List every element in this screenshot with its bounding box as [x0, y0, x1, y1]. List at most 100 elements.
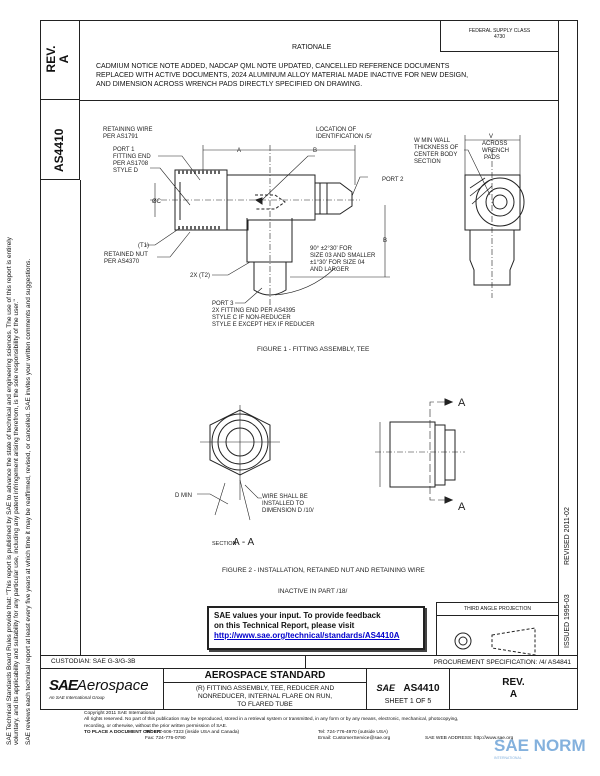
title-rev-label: REV. — [502, 677, 525, 688]
label-port2: PORT 2 — [382, 177, 404, 183]
figure1-tee-drawing — [145, 135, 525, 310]
title-cell: AEROSPACE STANDARD (R) FITTING ASSEMBLY,… — [163, 668, 367, 710]
doc-logo: SAE — [376, 683, 395, 693]
watermark-logo: SAE NORM INTERNATIONAL — [494, 736, 586, 760]
doc-number-cell: AS4410 — [40, 100, 80, 180]
label-wall: CENTER BODY — [414, 152, 457, 158]
rationale-line: CADMIUM NOTICE NOTE ADDED, NADCAP QML NO… — [96, 63, 450, 70]
figure1-labels: RETAINING WIRE PER AS1791 PORT 1 FITTING… — [103, 127, 509, 353]
label-wall: SECTION — [414, 159, 441, 165]
label-across: WRENCH — [482, 148, 509, 154]
figure2-caption: FIGURE 2 - INSTALLATION, RETAINED NUT AN… — [222, 567, 425, 574]
label-port1: PORT 1 — [113, 147, 135, 153]
label-t1: (T1) — [138, 243, 149, 249]
label-angle: ±1°30' FOR SIZE 04 — [310, 260, 365, 266]
label-angle: AND LARGER — [310, 267, 350, 273]
divider — [80, 100, 558, 102]
label-wire-note: DIMENSION D /10/ — [262, 508, 314, 514]
label-retaining-wire-spec: PER AS1791 — [103, 134, 139, 140]
section-id: A - A — [233, 537, 254, 548]
projection-label: THIRD ANGLE PROJECTION — [437, 603, 558, 616]
label-port3: STYLE E EXCEPT HEX IF REDUCER — [212, 322, 315, 328]
label-wall: THICKNESS OF — [414, 145, 459, 151]
dim-b-vertical: B — [383, 238, 387, 244]
contact-outside: Tel: 724-776-4970 (outside USA) Email: C… — [318, 730, 390, 743]
label-across: ACROSS — [482, 141, 507, 147]
watermark-sub: INTERNATIONAL — [494, 756, 522, 760]
logo-tagline: An SAE International Group — [49, 695, 105, 700]
figure2-labels: A A D MIN WIRE SHALL BE INSTALLED TO DIM… — [175, 397, 466, 595]
divider — [80, 180, 82, 655]
logo-sae: SAE — [49, 677, 78, 694]
label-port1: STYLE D — [113, 168, 139, 174]
contact-inside: Tel: 877-606-7323 (inside USA and Canada… — [145, 730, 239, 743]
watermark-text: SAE NORM — [494, 736, 586, 755]
label-port3: STYLE C IF NON-REDUCER — [212, 315, 291, 321]
phone-outside: Tel: 724-776-4970 (outside USA) — [318, 730, 388, 735]
title-rev-value: A — [509, 689, 518, 700]
label-port3: PORT 3 — [212, 301, 234, 307]
rev-block: REV. A — [449, 668, 578, 710]
rev-cell: REV. A — [40, 20, 80, 100]
web-address[interactable]: SAE WEB ADDRESS: http://www.sae.org — [425, 736, 514, 741]
rights-text: recording, or otherwise, without the pri… — [84, 723, 228, 729]
title-line: (R) FITTING ASSEMBLY, TEE, REDUCER AND — [195, 685, 335, 692]
label-location-id: LOCATION OF — [316, 127, 357, 133]
sheet-number: SHEET 1 OF 5 — [384, 698, 432, 705]
fsc-box: FEDERAL SUPPLY CLASS 4730 — [440, 20, 558, 52]
dim-b: B — [313, 148, 317, 154]
sae-logo: SAEAerospace An SAE International Group — [40, 668, 164, 710]
divider — [558, 20, 560, 655]
dim-a: A — [237, 148, 241, 154]
label-port3: 2X FITTING END PER AS4395 — [212, 308, 296, 314]
procurement-spec: PROCUREMENT SPECIFICATION: /4/ AS4841 — [305, 655, 578, 669]
figure1-caption: FIGURE 1 - FITTING ASSEMBLY, TEE — [257, 346, 370, 353]
section-label: SECTION — [212, 541, 236, 547]
label-port1: FITTING END — [113, 154, 151, 160]
label-wire-note: INSTALLED TO — [262, 501, 304, 507]
rationale-title: RATIONALE — [292, 44, 332, 51]
feedback-text: SAE values your input. To provide feedba… — [214, 611, 381, 620]
dim-dia-c: ØC — [152, 199, 162, 205]
feedback-box: SAE values your input. To provide feedba… — [207, 606, 425, 650]
phone-inside: Tel: 877-606-7323 (inside USA and Canada… — [145, 730, 240, 735]
email-link[interactable]: Email: CustomerService@sae.org — [318, 736, 391, 742]
rationale-line: AND DIMENSION ACROSS WRENCH PADS DIRECTL… — [96, 81, 363, 88]
fsc-value: 4730 — [493, 34, 506, 40]
title-line: TO FLARED TUBE — [237, 701, 293, 708]
label-retaining-wire: RETAINING WIRE — [103, 127, 153, 133]
custodian: CUSTODIAN: SAE G-3/G-3B — [40, 655, 306, 669]
fax: Fax: 724-776-0790 — [145, 736, 186, 742]
label-across: PADS — [484, 155, 500, 161]
label-d-min: D MIN — [175, 493, 192, 499]
label-angle: 90° ±2°30' FOR — [310, 246, 353, 252]
label-wall: W MIN WALL — [414, 138, 451, 144]
rationale-text: CADMIUM NOTICE NOTE ADDED, NADCAP QML NO… — [96, 62, 468, 89]
fsc-label: FEDERAL SUPPLY CLASS — [468, 28, 531, 34]
doc-number-block: SAE AS4410 SHEET 1 OF 5 — [366, 668, 450, 710]
footer: Copyright 2011 SAE International All rig… — [84, 711, 584, 730]
cut-a-bottom: A — [458, 501, 466, 513]
title-doc-number: AS4410 — [403, 683, 440, 694]
cut-a-top: A — [458, 397, 466, 409]
label-retained-nut: RETAINED NUT — [104, 252, 148, 258]
title-line: NONREDUCER, INTERNAL FLARE ON RUN, — [197, 693, 333, 700]
rationale-line: REPLACED WITH ACTIVE DOCUMENTS, 2024 ALU… — [96, 72, 469, 79]
label-angle: SIZE 03 AND SMALLER — [310, 253, 376, 259]
label-location-id: IDENTIFICATION /5/ — [316, 134, 372, 140]
feedback-text: on this Technical Report, please visit — [214, 621, 355, 630]
copyright: Copyright 2011 SAE International — [84, 711, 155, 716]
label-port1: PER AS1708 — [113, 161, 149, 167]
label-wire-note: WIRE SHALL BE — [262, 494, 308, 500]
label-t2: 2X (T2) — [190, 273, 210, 279]
feedback-link[interactable]: http://www.sae.org/technical/standards/A… — [214, 631, 400, 640]
order-label: TO PLACE A DOCUMENT ORDER: — [84, 730, 162, 735]
label-retained-nut: PER AS4370 — [104, 259, 140, 265]
inactive-note: INACTIVE IN PART /18/ — [278, 588, 348, 595]
logo-aerospace: Aerospace — [76, 677, 149, 694]
standard-heading: AEROSPACE STANDARD — [164, 669, 366, 683]
rights-text: All rights reserved. No part of this pub… — [84, 717, 459, 723]
projection-box: THIRD ANGLE PROJECTION — [436, 602, 558, 655]
dim-v: V — [489, 134, 493, 140]
